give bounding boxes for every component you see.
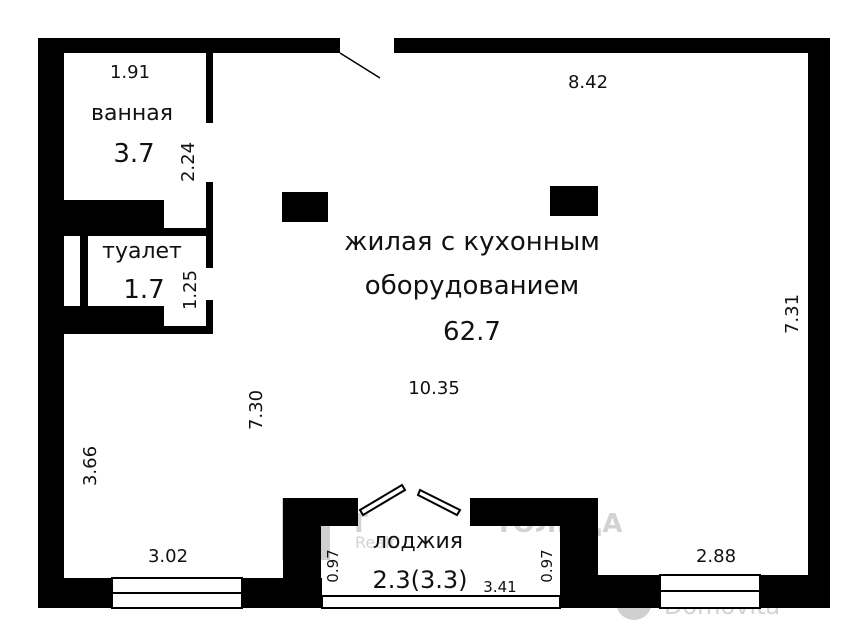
column-right: [550, 186, 598, 216]
bathroom-name: ванная: [91, 101, 173, 126]
loggia-doors: [358, 483, 462, 517]
loggia-door-left: [358, 483, 407, 517]
dim-living-width: 10.35: [408, 378, 460, 399]
wall-top-left: [38, 38, 340, 53]
dim-left-lower-height: 3.66: [80, 446, 101, 486]
dim-living-height: 7.30: [246, 390, 267, 430]
living-name-line2: оборудованием: [365, 271, 579, 301]
dim-loggia-right-depth: 0.97: [538, 549, 556, 582]
dim-bath-width: 1.91: [110, 62, 150, 83]
partition-bath-toilet-left: [64, 200, 164, 230]
wall-bottom-left-a: [38, 578, 112, 608]
column-left: [282, 192, 328, 222]
living-area: 62.7: [443, 317, 501, 347]
living-name-line1: жилая с кухонным: [344, 227, 600, 257]
wall-top-right: [394, 38, 830, 53]
windows: [111, 574, 761, 609]
window-loggia: [321, 595, 561, 609]
dim-bath-height: 2.24: [178, 142, 199, 182]
dim-right-height: 7.31: [782, 294, 803, 334]
dim-toilet-height: 1.25: [180, 270, 201, 310]
partition-toilet-right-upper: [206, 236, 213, 268]
partition-toilet-right-lower: [206, 300, 213, 334]
entrance-door-swing: [339, 52, 381, 79]
loggia-wall-left: [283, 498, 321, 608]
partition-bath-right-upper: [206, 53, 213, 123]
dim-bottom-right-width: 2.88: [696, 546, 736, 567]
partition-bath-toilet: [64, 228, 213, 236]
toilet-name: туалет: [102, 239, 182, 264]
watermark-realt: Realt: [355, 533, 396, 552]
dim-loggia-width: 3.41: [483, 578, 516, 596]
dim-bottom-left-width: 3.02: [148, 546, 188, 567]
partition-toilet-inner: [80, 236, 88, 306]
bathroom-area: 3.7: [113, 139, 154, 169]
loggia-name: лоджия: [373, 529, 463, 554]
loggia-area: 2.3(3.3): [372, 566, 467, 594]
loggia-door-right: [416, 488, 462, 517]
loggia-wall-right: [560, 498, 598, 608]
walls: [38, 38, 830, 608]
wall-right: [808, 38, 830, 608]
partition-toilet-bottom: [64, 326, 213, 334]
dim-loggia-left-depth: 0.97: [324, 549, 342, 582]
dim-top-width: 8.42: [568, 72, 608, 93]
wall-bottom-right-b: [760, 575, 830, 608]
wall-bottom-right-a: [598, 575, 660, 608]
wall-left: [38, 38, 64, 608]
partition-bath-right-lower: [206, 182, 213, 230]
toilet-area: 1.7: [123, 275, 164, 305]
